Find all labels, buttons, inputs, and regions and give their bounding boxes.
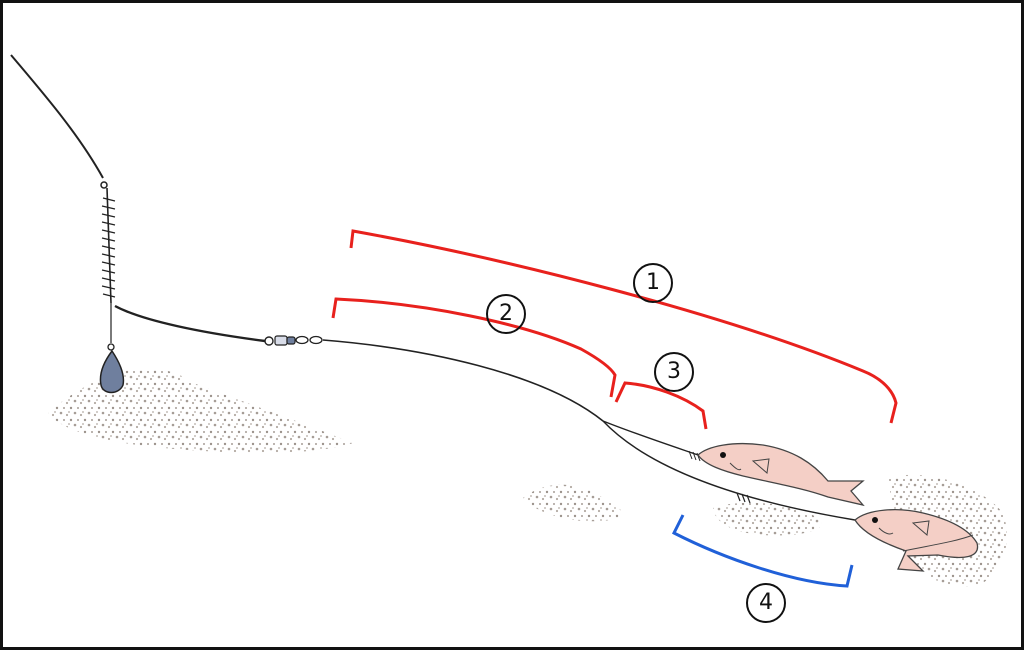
bait-mouth-upper: [729, 462, 742, 471]
seabed-sand: [48, 368, 1007, 588]
bait-line-lower: [902, 534, 974, 552]
line-to-swivel: [114, 304, 266, 343]
bait-eye-lower: [872, 517, 878, 523]
bait-mouth-lower: [878, 527, 894, 535]
label-1: 1: [633, 263, 673, 303]
fishing-rig-diagram: [10, 54, 1007, 588]
bait-fin-upper: [751, 458, 770, 474]
bait-fish-lower: [854, 509, 979, 572]
bracket-2: [331, 297, 617, 398]
branch-leader: [602, 420, 699, 456]
label-2: 2: [486, 294, 526, 334]
main-line: [10, 54, 104, 179]
branch-knot: [688, 450, 701, 462]
label-4: 4: [746, 583, 786, 623]
main-leader-lower: [602, 420, 856, 521]
lower-knot: [736, 492, 751, 504]
label-3: 3: [654, 352, 694, 392]
bait-eye-upper: [720, 452, 726, 458]
sinker-rig: [100, 181, 116, 351]
swivel: [264, 335, 323, 346]
bracket-1: [349, 229, 898, 424]
bait-fish-upper: [697, 442, 865, 507]
bracket-4: [671, 514, 854, 588]
sinker-weight: [99, 349, 125, 394]
bait-fin-lower: [911, 520, 930, 536]
leader-line: [322, 339, 604, 422]
bracket-3: [614, 381, 708, 430]
